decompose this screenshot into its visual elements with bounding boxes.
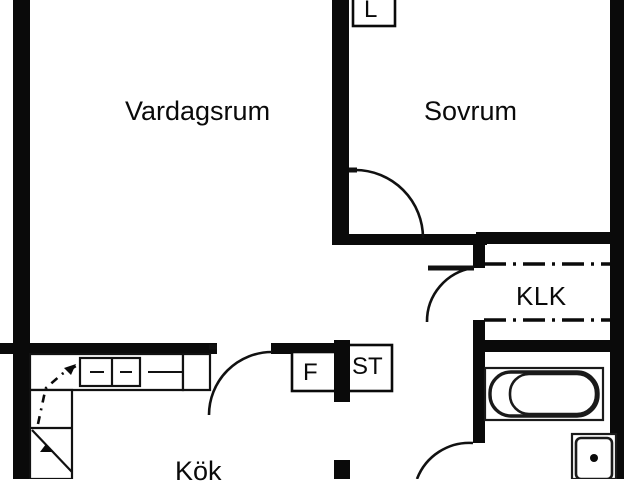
wall-klk-top <box>476 232 624 244</box>
wall-bathroom-left-upper <box>473 340 485 443</box>
door-swings <box>207 167 474 479</box>
room-label-kok: Kök <box>175 456 222 486</box>
door-arc-sovrum <box>354 168 425 239</box>
door-arc-klk <box>425 266 474 323</box>
box-label-fridge: F <box>303 359 318 386</box>
wall-livingroom-sovrum <box>332 0 349 170</box>
room-label-vardagsrum: Vardagsrum <box>125 96 271 126</box>
wall-sovrum-bottom <box>332 234 487 245</box>
room-label-sovrum: Sovrum <box>424 96 518 126</box>
hood-dash-path <box>36 364 77 425</box>
box-storage <box>346 343 394 393</box>
room-label-klk: KLK <box>516 281 567 311</box>
wall-left-stub <box>0 343 30 354</box>
wall-hall-segment <box>271 343 349 354</box>
kitchen-counter-extension <box>181 352 212 392</box>
annotation-boxes <box>290 0 397 393</box>
wall-bath-right-connector <box>600 340 624 352</box>
bathroom-fixtures <box>483 366 618 479</box>
box-linen-closet <box>351 0 397 28</box>
kitchen-arrow-marks <box>40 364 76 452</box>
door-arc-bathroom <box>415 441 474 479</box>
wall-overlay-f-st <box>334 340 350 402</box>
door-arc-kok <box>207 350 273 416</box>
wall-klk-left-upper <box>473 240 485 268</box>
wall-left-exterior-lower <box>13 353 30 479</box>
kitchen-fittings <box>28 352 212 479</box>
kitchen-counter-left-run <box>28 388 74 479</box>
bathtub-basin <box>508 372 598 416</box>
wall-overlay-l-box <box>332 0 349 30</box>
wall-hall-vertical-bottom <box>334 460 350 479</box>
washbasin-drain-icon <box>590 454 598 462</box>
box-label-linen-closet: L <box>364 0 378 23</box>
arrow-head-stove <box>40 444 53 452</box>
wall-livingroom-sovrum-lower <box>332 170 349 245</box>
arrow-head-sink <box>64 364 76 375</box>
wall-klk-bottom <box>473 340 624 352</box>
walls-overlay <box>332 0 350 402</box>
walls <box>0 0 624 479</box>
kitchen-hood-indicator <box>36 364 77 425</box>
wall-livingroom-kitchen-divider <box>30 343 217 354</box>
box-label-storage: ST <box>352 353 383 380</box>
box-fridge <box>290 350 340 393</box>
wall-right-exterior <box>610 0 624 479</box>
wall-left-exterior-upper <box>13 0 30 345</box>
